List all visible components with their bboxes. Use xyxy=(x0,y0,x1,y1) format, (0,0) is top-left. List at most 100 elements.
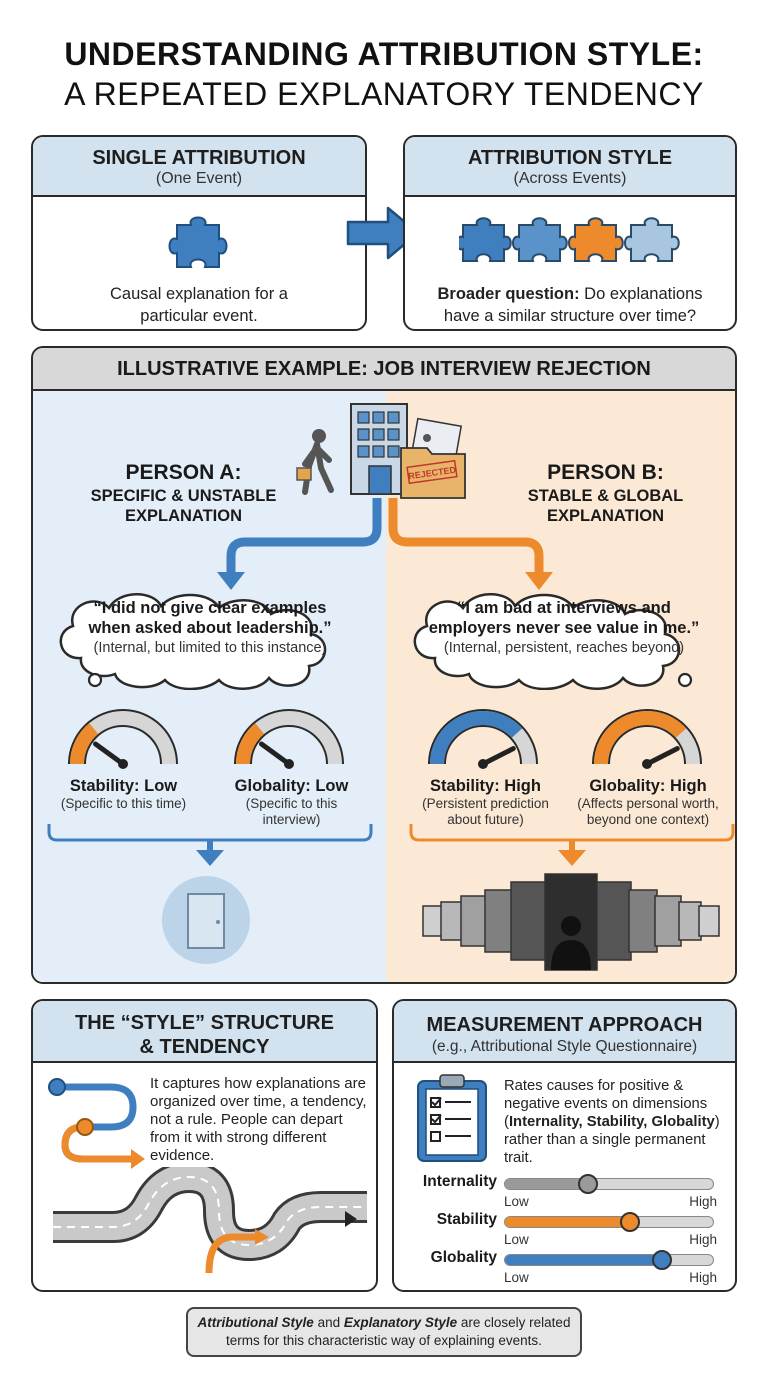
footnote-term-2: Explanatory Style xyxy=(343,1315,458,1330)
gauge-hub xyxy=(284,759,294,769)
person-b-quote-line-2: employers never see value in me.” xyxy=(428,619,700,637)
person-b-quote-note: (Internal, persistent, reaches beyond) xyxy=(443,640,685,656)
many-doors-icon xyxy=(422,873,720,971)
person-b-heading: PERSON B: STABLE & GLOBAL EXPLANATION xyxy=(473,460,735,526)
person-a-globality-title: Globality: Low xyxy=(234,777,349,795)
person-b-globality-note-2: beyond one context) xyxy=(586,812,710,827)
slider-track xyxy=(504,1178,714,1190)
slider-knob[interactable] xyxy=(578,1174,598,1194)
page-title: UNDERSTANDING ATTRIBUTION STYLE: A REPEA… xyxy=(0,34,768,114)
gauge-hub xyxy=(118,759,128,769)
single-attribution-subheading: (One Event) xyxy=(155,170,243,187)
style-structure-panel: THE “STYLE” STRUCTURE & TENDENCY It capt… xyxy=(31,999,378,1292)
person-a-desc-line-2: EXPLANATION xyxy=(124,507,243,525)
slider-fill xyxy=(505,1217,630,1227)
measurement-subheading: (e.g., Attributional Style Questionnaire… xyxy=(431,1038,698,1055)
slider-knob[interactable] xyxy=(651,1250,672,1270)
person-a-name: PERSON A: xyxy=(125,461,242,484)
style-structure-text: It captures how explanations are organiz… xyxy=(150,1075,367,1164)
person-b-stability-title: Stability: High xyxy=(430,777,541,795)
attribution-style-description: Broader question: Do explanations have a… xyxy=(405,283,735,327)
slider-track xyxy=(504,1216,714,1228)
gauge-needle xyxy=(258,741,292,767)
footnote-rest: are closely related xyxy=(457,1315,571,1330)
footnote-and: and xyxy=(313,1315,344,1330)
puzzle-chain-icon xyxy=(459,217,680,262)
footnote-term-1: Attributional Style xyxy=(197,1315,314,1330)
slider-high-label: High xyxy=(689,1194,717,1209)
person-a-bracket-arrow-icon xyxy=(47,824,373,866)
style-structure-header: THE “STYLE” STRUCTURE & TENDENCY xyxy=(33,1001,376,1063)
gauge-fill xyxy=(594,711,687,765)
example-heading: ILLUSTRATIVE EXAMPLE: JOB INTERVIEW REJE… xyxy=(33,348,735,391)
person-b-stability-label: Stability: High (Persistent prediction a… xyxy=(403,776,568,828)
measurement-heading: MEASUREMENT APPROACH xyxy=(426,1014,703,1036)
slider-low-label: Low xyxy=(504,1270,529,1285)
person-b-stability-note-1: (Persistent prediction xyxy=(422,796,549,811)
attribution-style-panel: ATTRIBUTION STYLE (Across Events) Broade… xyxy=(403,135,737,331)
person-a-quote-note: (Internal, but limited to this instance) xyxy=(93,640,327,656)
gauge-hub xyxy=(478,759,488,769)
attribution-style-heading: ATTRIBUTION STYLE xyxy=(467,147,673,169)
footnote: Attributional Style and Explanatory Styl… xyxy=(186,1307,582,1357)
measurement-text-bold: Internality, Stability, Globality xyxy=(508,1114,715,1130)
person-a-thought-bubble-icon xyxy=(59,593,327,690)
style-description-line-1: Broader question: Do explanations xyxy=(405,283,735,305)
person-b-bracket-arrow-icon xyxy=(409,824,735,866)
person-b-stability-gauge xyxy=(428,709,538,769)
measurement-text-a: Rates causes for positive & negative eve… xyxy=(504,1078,708,1130)
title-line-2: A REPEATED EXPLANATORY TENDENCY xyxy=(64,76,704,112)
style-structure-heading-2: & TENDENCY xyxy=(139,1036,270,1058)
style-description-line-2: have a similar structure over time? xyxy=(443,307,697,325)
single-attribution-panel: SINGLE ATTRIBUTION (One Event) Causal ex… xyxy=(31,135,367,331)
footnote-line-1: Attributional Style and Explanatory Styl… xyxy=(188,1314,580,1332)
slider-label: Stability xyxy=(436,1211,497,1228)
slider-knob[interactable] xyxy=(620,1212,640,1232)
branching-arrows-icon xyxy=(217,498,553,590)
illustrative-example-panel: ILLUSTRATIVE EXAMPLE: JOB INTERVIEW REJE… xyxy=(31,346,737,984)
gauge-hub xyxy=(642,759,652,769)
person-b-thought-bubble-icon xyxy=(413,593,693,690)
slider-low-label: Low xyxy=(504,1194,529,1209)
puzzle-piece-icon xyxy=(168,216,228,268)
person-a-quote-line-1: “I did not give clear examples xyxy=(93,599,327,617)
gauge-needle xyxy=(644,746,680,767)
style-description-rest: Do explanations xyxy=(579,285,703,303)
single-attribution-header: SINGLE ATTRIBUTION (One Event) xyxy=(33,137,365,197)
slider-fill xyxy=(505,1179,589,1189)
single-description-line-1: Causal explanation for a xyxy=(110,285,288,303)
winding-path-icon xyxy=(48,1078,145,1169)
winding-road-icon xyxy=(53,1167,367,1274)
single-attribution-description: Causal explanation for a particular even… xyxy=(33,283,365,327)
person-a-quote-line-2: when asked about leadership.” xyxy=(88,619,332,637)
person-a-desc-line-1: SPECIFIC & UNSTABLE xyxy=(90,487,277,505)
person-a-globality-note-1: (Specific to this xyxy=(245,796,338,811)
single-description-line-2: particular event. xyxy=(140,307,258,325)
style-structure-heading-1: THE “STYLE” STRUCTURE xyxy=(75,1012,334,1034)
person-a-quote: “I did not give clear examples when aske… xyxy=(55,598,365,658)
slider-fill xyxy=(505,1255,661,1265)
person-a-heading: PERSON A: SPECIFIC & UNSTABLE EXPLANATIO… xyxy=(51,460,316,526)
person-b-quote: “I am bad at interviews and employers ne… xyxy=(409,598,719,658)
gauge-fill xyxy=(430,711,523,765)
single-door-icon xyxy=(162,876,250,964)
person-b-stability-note-2: about future) xyxy=(447,812,524,827)
person-a-globality-gauge xyxy=(234,709,344,769)
title-line-1: UNDERSTANDING ATTRIBUTION STYLE: xyxy=(64,36,704,72)
footnote-line-2: terms for this characteristic way of exp… xyxy=(226,1333,542,1348)
gauge-needle xyxy=(92,741,126,767)
person-b-desc-line-2: EXPLANATION xyxy=(546,507,665,525)
slider-high-label: High xyxy=(689,1270,717,1285)
slider-label: Globality xyxy=(430,1249,497,1266)
person-b-quote-line-1: “I am bad at interviews and xyxy=(457,599,671,617)
person-a-stability-title: Stability: Low xyxy=(69,777,178,795)
measurement-approach-panel: MEASUREMENT APPROACH (e.g., Attributiona… xyxy=(392,999,737,1292)
style-description-bold: Broader question: xyxy=(437,285,580,303)
attribution-style-header: ATTRIBUTION STYLE (Across Events) xyxy=(405,137,735,197)
slider-track xyxy=(504,1254,714,1266)
job-interview-scene-icon: REJECTED xyxy=(296,403,466,499)
measurement-text-b: ) rather than a single permanent trait. xyxy=(504,1114,720,1166)
gauge-fill xyxy=(236,723,265,765)
person-b-globality-title: Globality: High xyxy=(589,777,707,795)
person-a-stability-note-1: (Specific to this time) xyxy=(60,796,187,811)
